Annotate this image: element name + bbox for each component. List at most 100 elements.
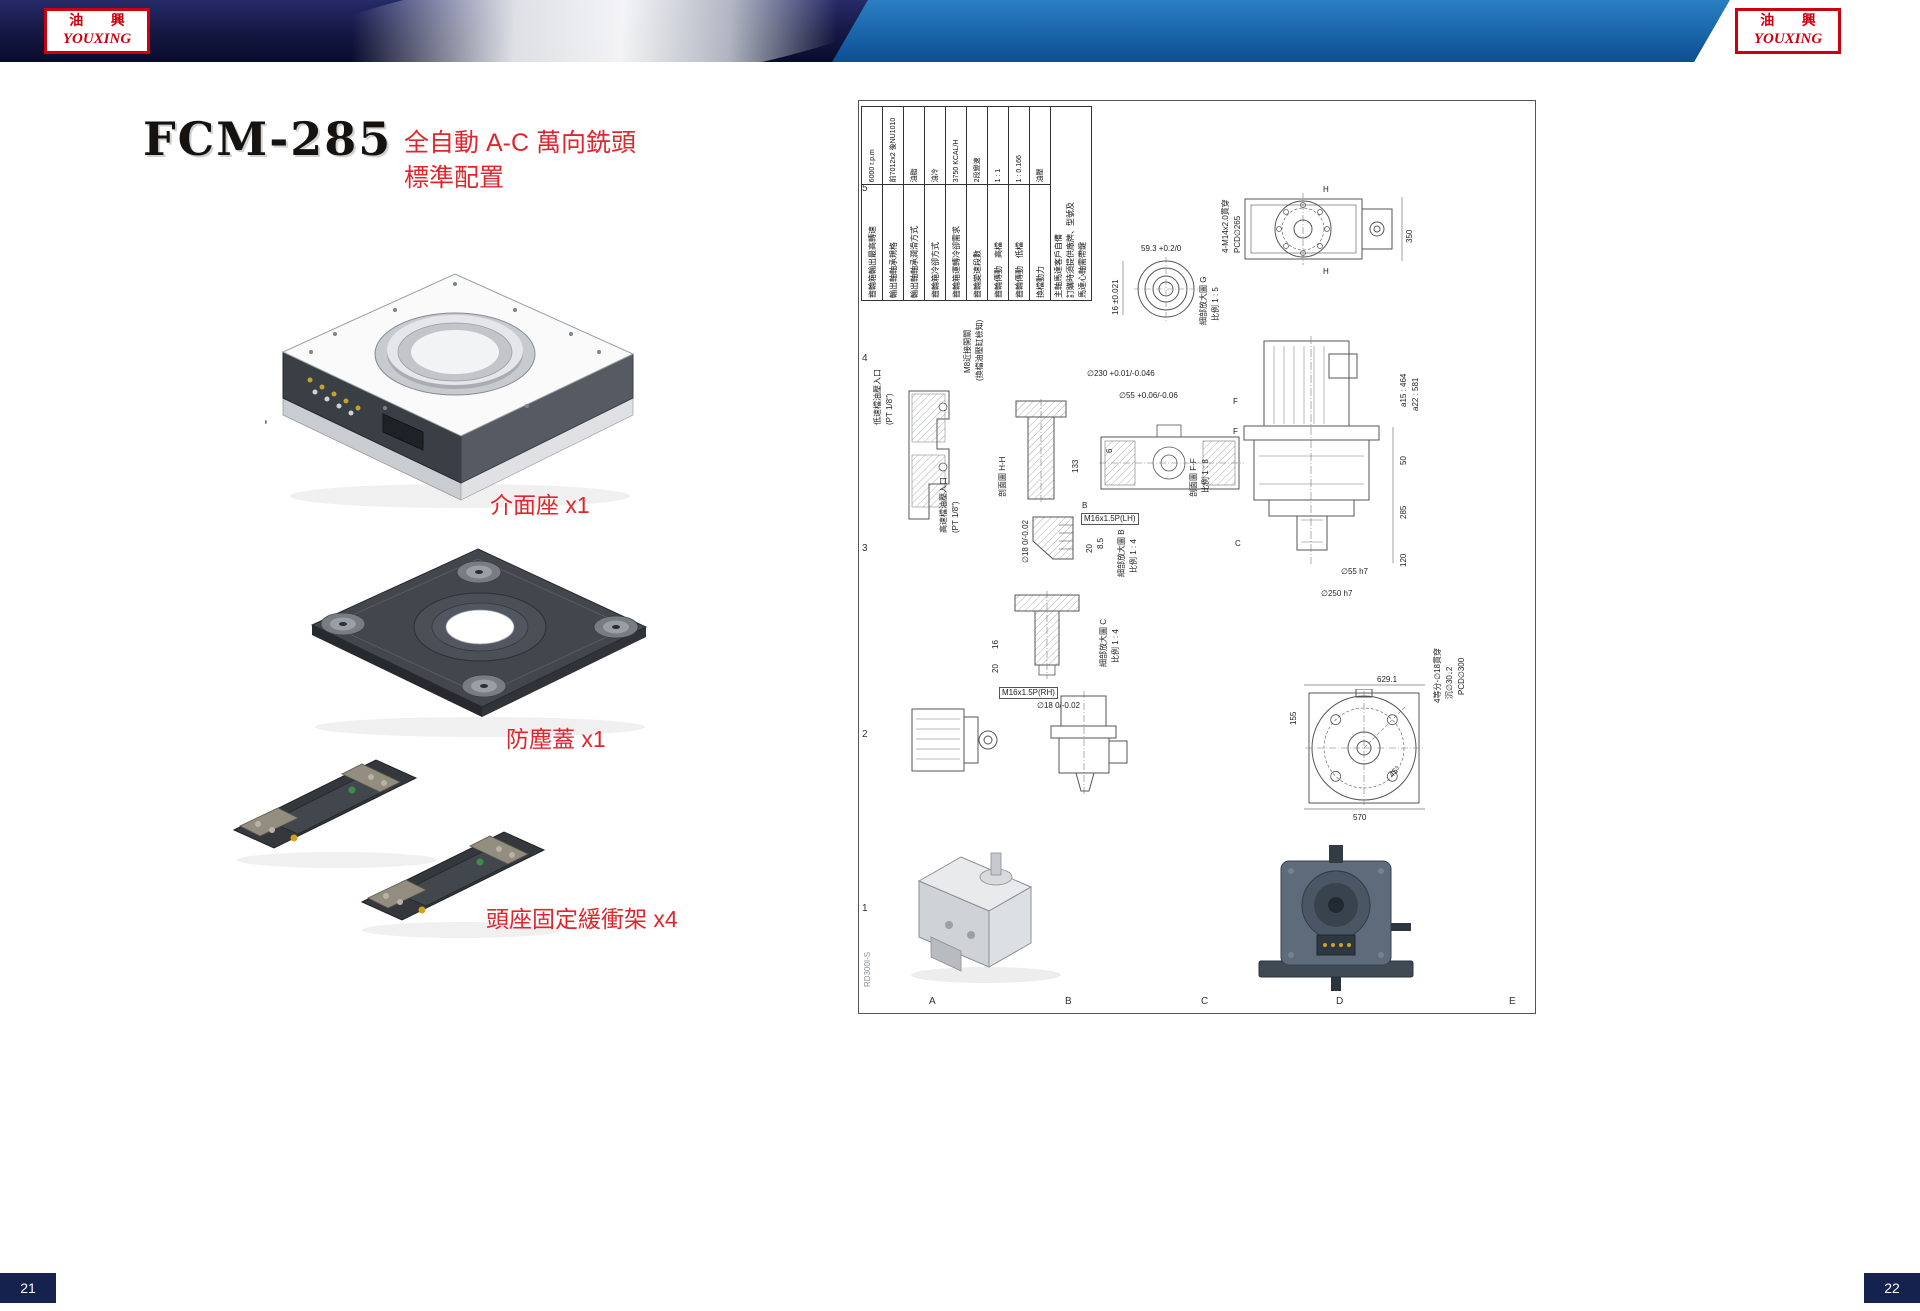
section-ff-view [1099, 424, 1244, 490]
detail-c-title: 細部放大圖 C [1099, 619, 1108, 667]
a15-dim-label: a15 : 464 [1399, 373, 1408, 407]
spec-value: 油冷 [924, 106, 946, 185]
spec-label: 輸出軸軸承潤滑方式 [903, 184, 925, 301]
dim-350-label: 350 [1405, 229, 1414, 243]
spec-note: 主軸馬達客戶自備 訂購時須提供廠牌、型號及 馬達心軸需帶鍵 [1050, 106, 1092, 301]
section-hh-view [1015, 399, 1067, 504]
counterbore-label: 沉∅30↓2 [1445, 666, 1454, 699]
spec-label: 齒輪傳動 高檔 [987, 184, 1009, 301]
dia-250-h7-label: ∅250 h7 [1321, 589, 1353, 598]
spec-label: 輸出軸軸承規格 [882, 184, 904, 301]
page-number-left: 21 [0, 1273, 56, 1303]
m8-switch-note: (換檔油壓缸檢知) [975, 319, 984, 381]
high-oil-inlet-label: 高速檔油壓入口 [939, 477, 948, 533]
brand-logo-left: 油 興 YOUXING [44, 8, 150, 54]
m8-switch-label: M8近接開關 [963, 329, 972, 373]
spec-note-line: 訂購時須提供廠牌、型號及 [1066, 202, 1075, 298]
dim-155-label: 155 [1289, 711, 1298, 725]
header-blue-ribbon [832, 0, 1748, 62]
spec-value: 前7012x2 後NU1010 [882, 106, 904, 185]
spec-value: 1 : 1 [987, 106, 1009, 185]
spec-label: 齒輪箱冷卻方式 [924, 184, 946, 301]
dim-16-tol-label: 16 ±0.021 [1111, 279, 1120, 315]
section-h-marker: H [1323, 267, 1329, 276]
gearhead-iso-render [911, 852, 1061, 983]
m16-lh-label: M16x1.5P(LH) [1081, 513, 1139, 525]
spec-note-line: 主軸馬達客戶自備 [1054, 234, 1063, 298]
spec-table: 齒輪箱輸出最高轉速 6000 r.p.m 輸出軸軸承規格 前7012x2 後NU… [861, 106, 1092, 301]
grid-col-a: A [929, 996, 936, 1007]
dim-16-c-label: 16 [991, 640, 1000, 649]
dia-55-h7-label: ∅55 h7 [1341, 567, 1368, 576]
high-oil-pt-label: (PT 1/8") [951, 501, 960, 533]
hydraulic-inlet-detail [908, 390, 950, 520]
dim-133-label: 133 [1071, 459, 1080, 473]
dia-18-rh-label: ∅18 0/-0.02 [1037, 701, 1080, 710]
subtitle-line2: 標準配置 [404, 164, 505, 192]
dia-230-label: ∅230 +0.01/-0.046 [1087, 369, 1155, 378]
part-label-buffer-bracket: 頭座固定緩衝架 x4 [486, 906, 678, 932]
header-silver-swoosh [259, 0, 931, 62]
dim-6-label: 6 [1105, 448, 1114, 453]
dim-570-label: 570 [1353, 813, 1367, 822]
spec-value: 油脂 [903, 106, 925, 185]
spec-note-line: 馬達心軸需帶鍵 [1078, 242, 1087, 298]
page-title-model: FCM-285 [143, 112, 393, 166]
flange-top-view [1244, 193, 1393, 265]
m16-rh-label: M16x1.5P(RH) [999, 687, 1058, 699]
brand-logo-cn: 油 興 [69, 14, 137, 29]
spec-value: 3750 KCAL/H [945, 106, 967, 185]
detail-c-scale: 比例 1 : 4 [1111, 629, 1120, 663]
grid-row-4: 4 [862, 353, 868, 364]
spec-label: 齒輪傳動 低檔 [1008, 184, 1030, 301]
detail-g-view [1134, 257, 1198, 321]
spec-label: 齒輪箱運轉冷卻需求 [945, 184, 967, 301]
spec-value: 6000 r.p.m [861, 106, 883, 185]
dia-18-lh-label: ∅18 0/-0.02 [1021, 520, 1030, 563]
spec-label: 齒輪箱輸出最高轉速 [861, 184, 883, 301]
spec-label: 換檔動力 [1029, 184, 1051, 301]
dim-59-label: 59.3 +0.2/0 [1141, 244, 1182, 253]
dia-55-tol-label: ∅55 +0.06/-0.06 [1119, 391, 1178, 400]
detail-b-scale: 比例 1 : 4 [1129, 539, 1138, 573]
dust-cover-image [310, 548, 648, 737]
detail-b-title: 細部放大圖 B [1117, 529, 1126, 577]
part-label-dust-cover: 防塵蓋 x1 [506, 726, 606, 752]
subtitle-line1: 全自動 A-C 萬向銑頭 [404, 129, 636, 157]
gearhead-front-view [1305, 689, 1423, 805]
part-label-interface-seat: 介面座 x1 [490, 492, 590, 518]
spec-label: 齒輪變速段數 [966, 184, 988, 301]
section-hh-title: 剖面圖 H-H [998, 456, 1007, 497]
section-f-marker: F [1233, 397, 1238, 406]
brand-logo-right: 油 興 YOUXING [1735, 8, 1841, 54]
brand-logo-cn: 油 興 [1760, 14, 1828, 29]
drawing-code: RD300I-S [863, 951, 872, 987]
grid-row-1: 1 [862, 903, 868, 914]
grid-col-d: D [1336, 996, 1344, 1007]
grid-row-3: 3 [862, 543, 868, 554]
detail-g-title: 細部放大圖 G [1199, 276, 1208, 325]
dim-85-label: 8.5 [1096, 537, 1105, 549]
detail-c-view [1014, 591, 1080, 679]
grid-col-b: B [1065, 996, 1072, 1007]
grid-row-2: 2 [862, 729, 868, 740]
page-number-right: 22 [1864, 1273, 1920, 1303]
dim-20-c-label: 20 [991, 664, 1000, 673]
pcd265-label: PCD∅265 [1233, 215, 1242, 253]
detail-g-scale: 比例 1 : 5 [1211, 287, 1220, 321]
section-ff-scale: 比例 1 : 8 [1201, 459, 1210, 493]
a22-dim-label: a22 : 581 [1411, 377, 1420, 411]
section-ff-title: 剖面圖 F-F [1189, 458, 1198, 497]
head-side-line-view [1050, 691, 1128, 796]
interface-seat-image [265, 273, 635, 508]
grid-col-c: C [1201, 996, 1209, 1007]
grid-col-e: E [1509, 996, 1516, 1007]
brand-logo-en: YOUXING [1753, 31, 1823, 47]
detail-b-view [1032, 516, 1074, 560]
gearhead-side-view [1243, 336, 1380, 564]
dim-20-b-label: 20 [1085, 544, 1094, 553]
detail-c-marker: C [1235, 539, 1241, 548]
low-oil-pt-label: (PT 1/8") [885, 393, 894, 425]
motor-side-line-view [911, 708, 998, 772]
section-h-marker: H [1323, 185, 1329, 194]
